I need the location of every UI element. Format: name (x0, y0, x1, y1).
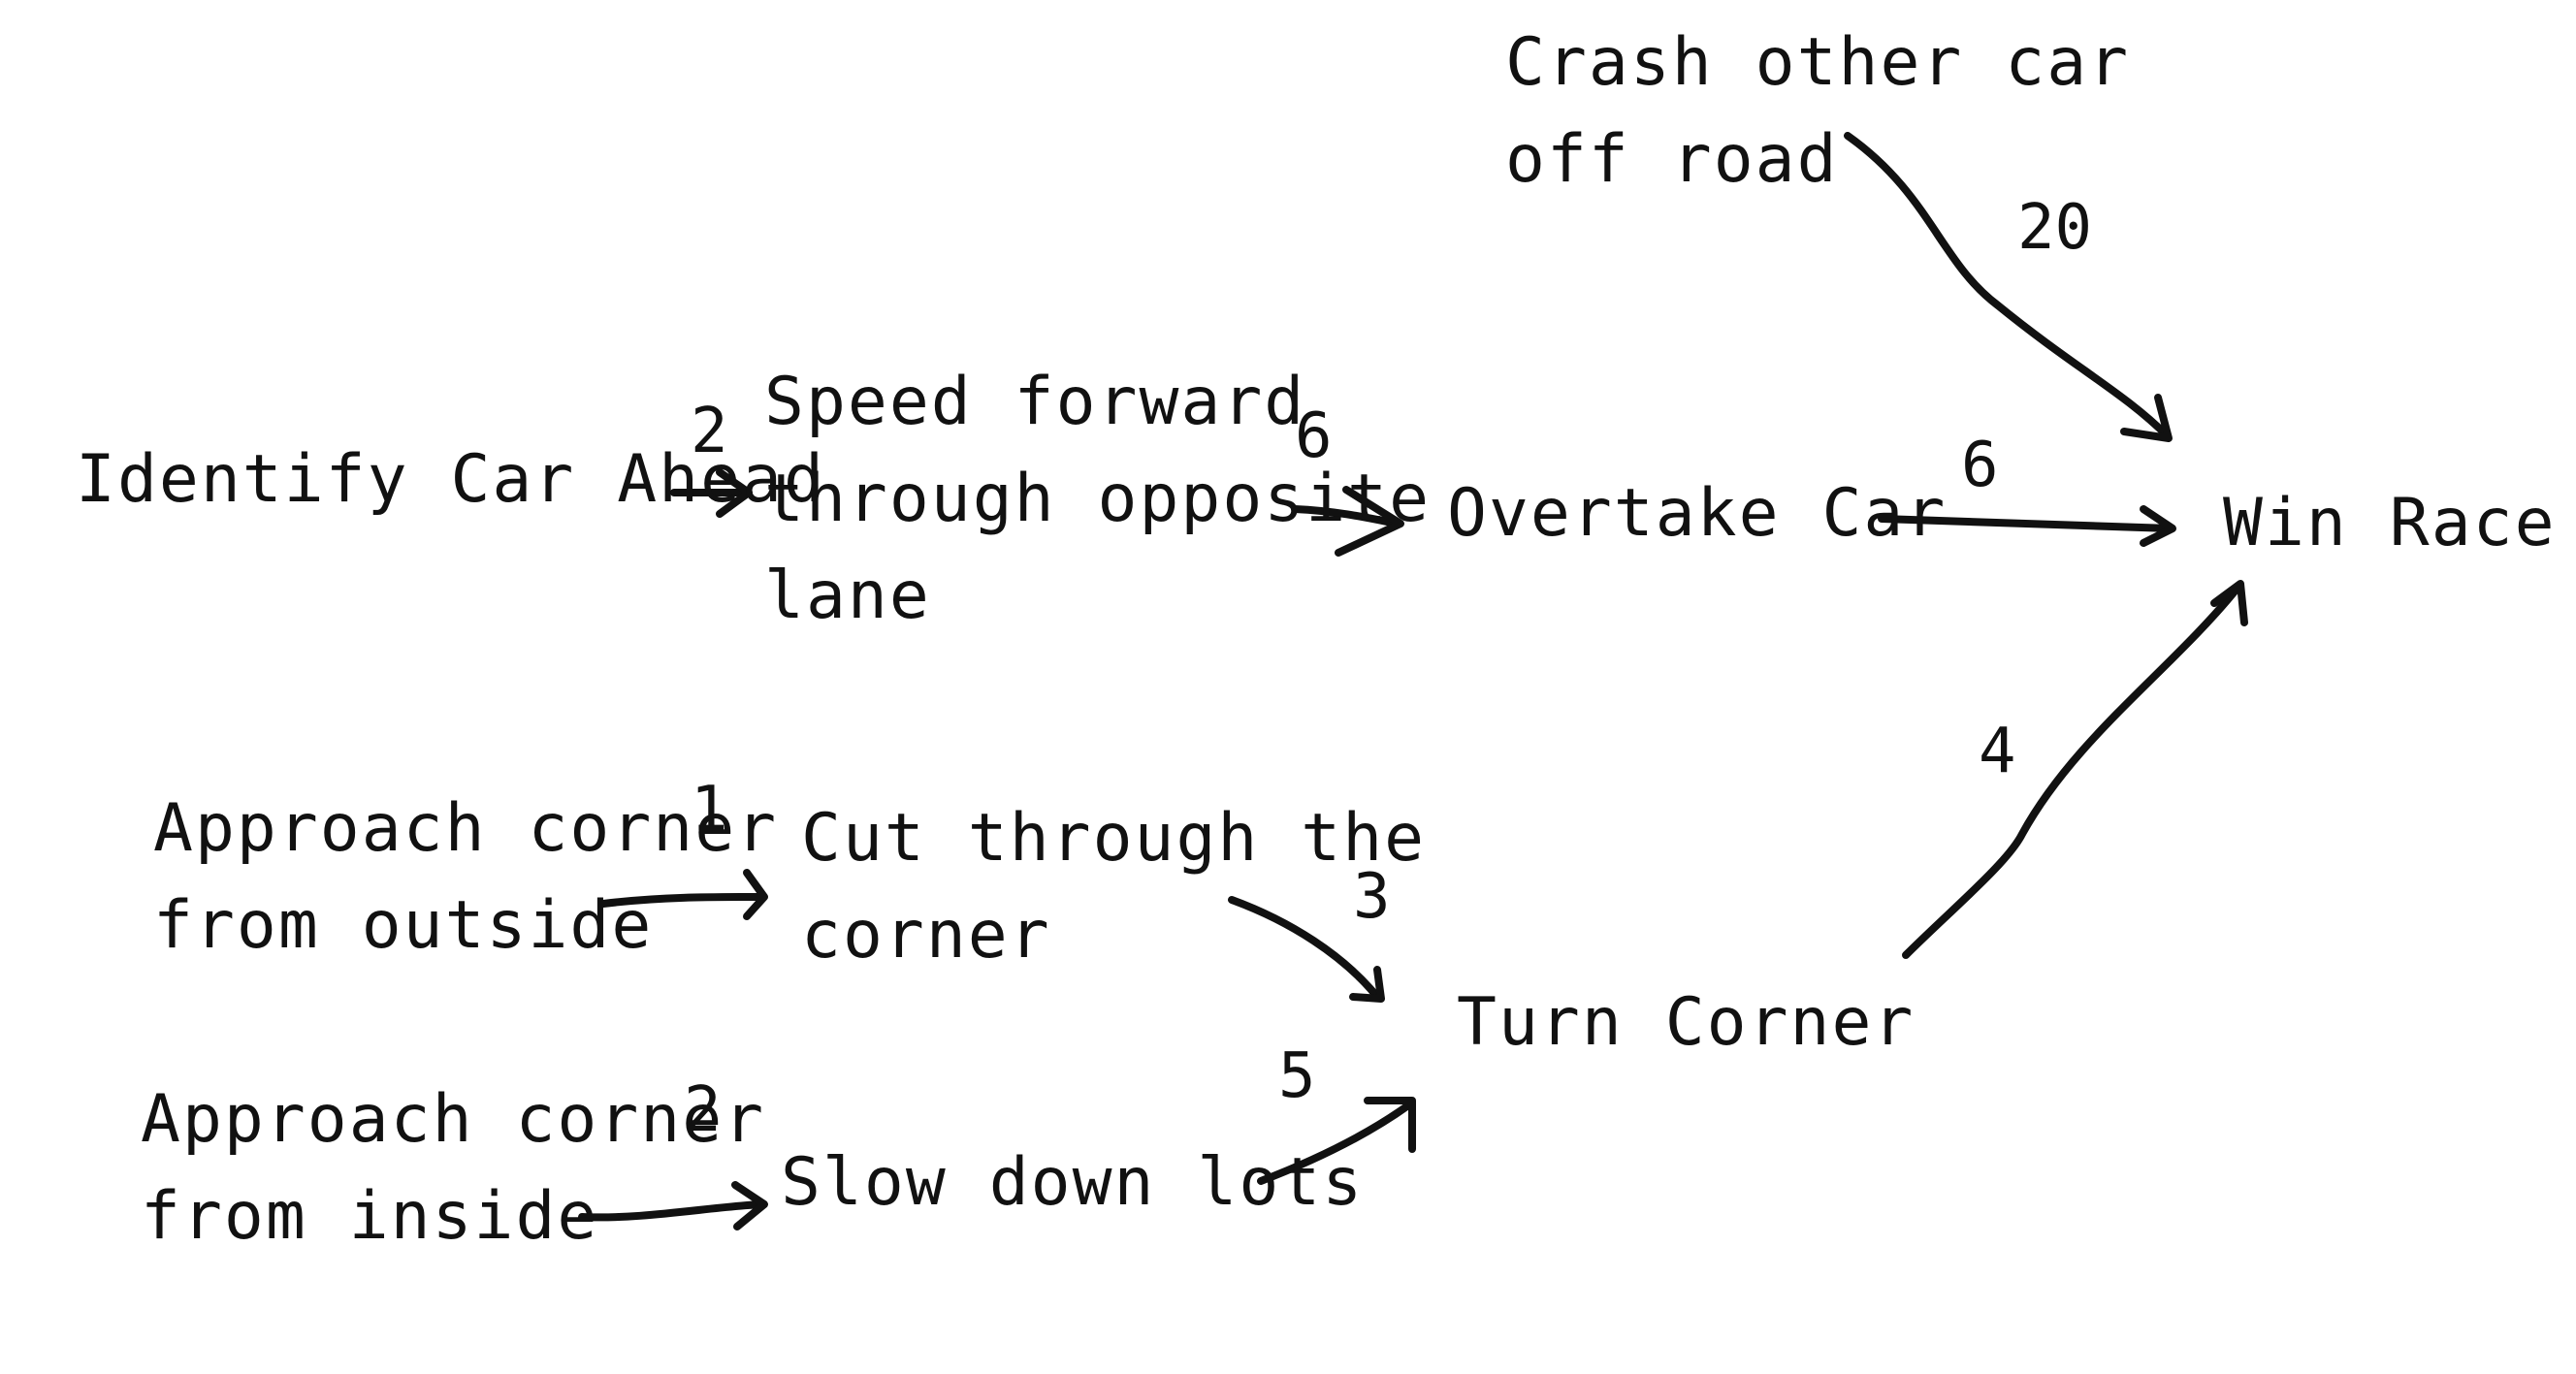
edge-outside-to-cut (599, 893, 765, 908)
node-slow-down: Slow down lots (781, 1144, 1365, 1221)
edge-speed-to-overtake (1291, 505, 1401, 527)
node-speed-forward: Speed forward through opposite lane (764, 364, 1432, 634)
arrowhead-cut-to-turn (1349, 966, 1385, 1003)
weight-cut-to-turn: 3 (1353, 861, 1391, 933)
edge-overtake-to-win (1878, 515, 2174, 532)
edge-cut-to-turn (1228, 896, 1381, 1001)
edge-inside-to-slow (578, 1200, 765, 1222)
node-overtake-car: Overtake Car (1447, 475, 1948, 552)
arrowhead-outside-to-cut (743, 869, 768, 920)
node-approach-outside: Approach corner from outside (153, 790, 779, 964)
arrowhead-speed-to-overtake (1335, 486, 1404, 557)
edge-crash-to-win (1844, 132, 2172, 440)
node-turn-corner: Turn Corner (1457, 984, 1916, 1061)
arrowhead-identify-to-speed (716, 468, 753, 518)
weight-outside-to-cut: 1 (691, 774, 728, 846)
weight-identify-to-speed: 2 (691, 396, 728, 467)
weight-slow-to-turn: 5 (1278, 1040, 1316, 1112)
arrowhead-overtake-to-win (2140, 505, 2176, 547)
edge-slow-to-turn (1257, 1102, 1412, 1185)
arrowhead-inside-to-slow (731, 1181, 768, 1230)
weight-crash-to-win: 20 (2017, 192, 2093, 264)
weight-turn-to-win: 4 (1979, 716, 2016, 787)
weight-speed-to-overtake: 6 (1295, 400, 1333, 472)
arrowhead-crash-to-win (2120, 394, 2173, 442)
node-identify-car-ahead: Identify Car Ahead (76, 441, 825, 518)
node-crash-other-car: Crash other car off road (1505, 24, 2131, 198)
node-approach-inside: Approach corner from inside (141, 1081, 766, 1255)
node-win-race: Win Race (2223, 485, 2557, 561)
weight-inside-to-slow: 2 (684, 1074, 722, 1146)
weight-overtake-to-win: 6 (1961, 430, 1999, 501)
edge-turn-to-win (1902, 583, 2242, 959)
arrowhead-turn-to-win (2210, 580, 2248, 626)
node-cut-through: Cut through the corner (801, 800, 1427, 974)
arrowhead-slow-to-turn (1364, 1097, 1416, 1153)
